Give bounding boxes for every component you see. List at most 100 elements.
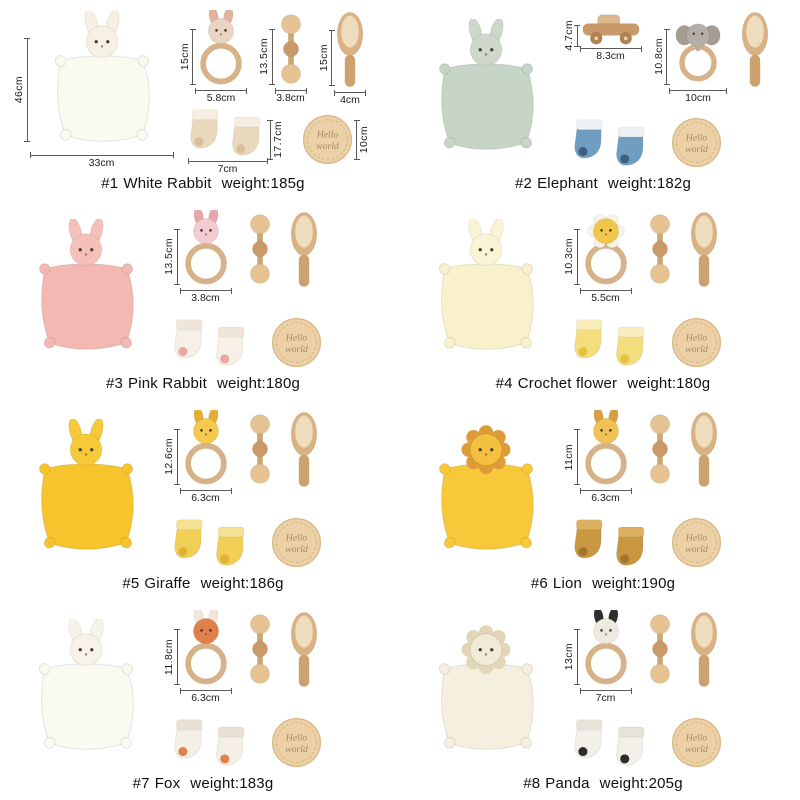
disc-text-line2: world (685, 144, 708, 155)
socks-image (174, 319, 245, 366)
product-name: Crochet flower (517, 375, 618, 392)
animal-rattle: 13.5cm (163, 210, 232, 304)
socks-image (574, 519, 645, 566)
milestone-disc-image: Hello world (271, 717, 322, 768)
socks-image (189, 108, 260, 156)
wooden-bead-rattle: 13.5cm 3.8cm (258, 10, 307, 104)
bead-toy-image (649, 214, 670, 284)
disc-text-line2: world (685, 744, 708, 755)
baby-socks (172, 316, 252, 369)
rattle-height-dim: 12.6cm (163, 428, 180, 485)
blanket-image (438, 624, 534, 750)
brush-image (690, 412, 717, 487)
comforter-blanket (414, 8, 558, 171)
product-number: #7 (132, 775, 150, 792)
animal-rattle: 12.6cm (163, 410, 232, 504)
blanket-image (38, 218, 134, 350)
product-name: Panda (545, 775, 590, 792)
baby-socks (572, 316, 652, 369)
hair-brush (688, 210, 720, 290)
baby-socks (172, 716, 252, 769)
car-image (582, 14, 639, 45)
product-name: Pink Rabbit (128, 375, 207, 392)
product-name: White Rabbit (123, 175, 212, 192)
car-width-dim: 8.3cm (579, 45, 642, 62)
disc-text-line1: Hello (285, 333, 308, 344)
blanket-width-dim: 33cm (29, 152, 174, 169)
product-number: #3 (105, 375, 124, 392)
disc-text-line1: Hello (685, 733, 708, 744)
baby-socks (572, 116, 652, 169)
hair-brush (288, 410, 320, 490)
socks-image (174, 519, 245, 566)
animal-rattle: 10.3cm (563, 210, 632, 304)
product-weight: weight:180g (627, 375, 711, 392)
socks-width-dim: 7cm (187, 158, 268, 175)
rattle-width-dim: 6.3cm (179, 487, 232, 504)
rattle-height-dim: 10.3cm (563, 228, 580, 285)
blanket-image (438, 424, 534, 550)
product-number: #4 (495, 375, 513, 392)
milestone-disc: Hello world 10cm (301, 113, 370, 166)
product-photo-area: 46cm (13, 8, 392, 174)
car-height-dim: 4.7cm (563, 20, 580, 51)
product-number: #2 (514, 175, 533, 192)
product-weight: weight:190g (592, 575, 676, 592)
disc-text-line1: Hello (685, 333, 708, 344)
milestone-disc-image: Hello world (671, 117, 722, 168)
blanket-height-dim: 46cm (13, 37, 30, 142)
product-number: #1 (101, 175, 119, 192)
blanket-image (438, 218, 534, 350)
hair-brush (688, 610, 720, 690)
baby-socks (572, 716, 652, 769)
bead-toy-image (249, 414, 270, 484)
product-card: 12.6cm (0, 400, 400, 600)
comforter-blanket: 46cm (13, 8, 174, 171)
product-weight: weight:186g (200, 575, 284, 592)
product-photo-area: 10.3cm (414, 208, 792, 371)
comforter-blanket (414, 608, 558, 771)
product-weight: weight:182g (607, 175, 692, 192)
product-card: 46cm (0, 0, 400, 200)
product-weight: weight:183g (190, 775, 274, 792)
animal-rattle-image (184, 610, 227, 685)
disc-text-line1: Hello (285, 733, 308, 744)
product-number: #5 (122, 575, 140, 592)
product-name: Elephant (537, 175, 598, 192)
animal-rattle-image (184, 210, 227, 285)
bead-toy-image (249, 614, 270, 684)
animal-rattle-image (584, 610, 627, 685)
rattle-height-dim: 11cm (563, 428, 580, 485)
milestone-disc-image: Hello world (671, 517, 722, 568)
bead-toy-image (249, 214, 270, 284)
milestone-disc-image: Hello world (302, 115, 353, 165)
milestone-disc: Hello world (270, 716, 323, 769)
product-card: 13cm (400, 600, 800, 800)
disc-text-line2: world (285, 544, 308, 555)
milestone-disc: Hello world (670, 716, 723, 769)
disc-text-line1: Hello (285, 533, 308, 544)
brush-image (290, 612, 317, 687)
milestone-disc: Hello world (270, 316, 323, 369)
rattle-height-dim: 11.8cm (163, 628, 180, 685)
socks-image (574, 319, 645, 366)
product-photo-area: 12.6cm (14, 408, 392, 571)
disc-text-line1: Hello (316, 130, 339, 141)
rattle-width-dim: 5.8cm (195, 87, 247, 104)
bead-toy-image (649, 414, 670, 484)
product-photo-area: 10.8cm (414, 8, 792, 171)
brush-width-dim: 4cm (334, 89, 366, 106)
elephant-rattle-image (675, 23, 721, 82)
animal-rattle-image (584, 214, 627, 285)
product-name: Fox (154, 775, 181, 792)
product-weight: weight:185g (221, 175, 305, 192)
brush-image (741, 12, 769, 87)
product-number: #8 (523, 775, 541, 792)
rattle-width-dim: 7cm (579, 687, 632, 704)
product-card: 13.5cm (0, 200, 400, 400)
blanket-image (438, 18, 534, 150)
